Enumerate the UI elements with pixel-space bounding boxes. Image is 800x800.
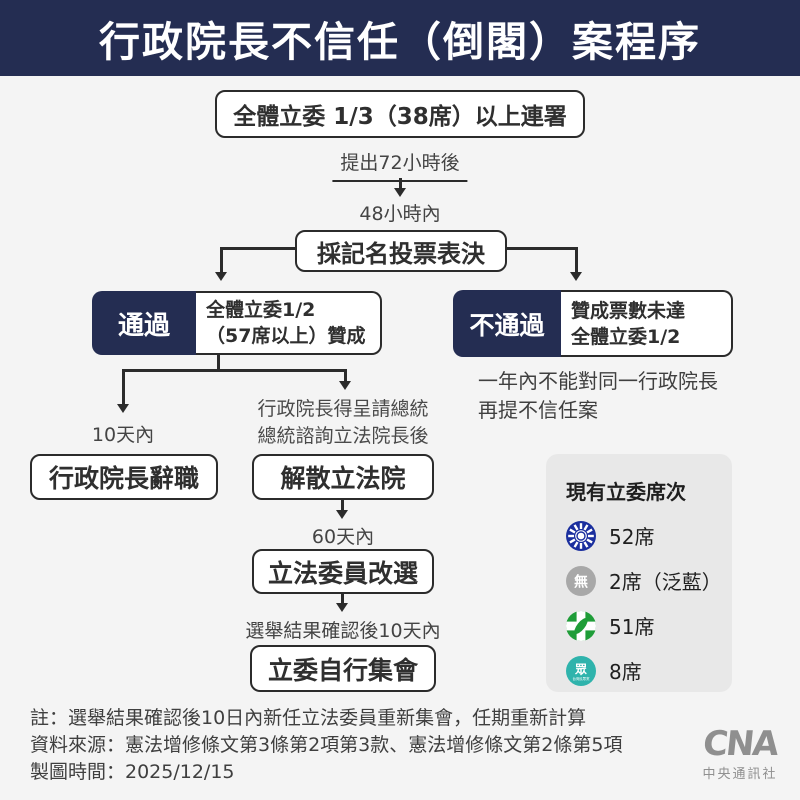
arrow-down-icon [394,188,406,197]
dpp-party-icon [566,610,596,641]
pass-condition-line2: （57席以上）贊成 [206,325,366,347]
fail-condition: 贊成票數未達 全體立委1/2 [561,290,733,357]
tpp-glyph: 眾 [574,661,587,676]
tpp-subtext: 台灣民眾黨 [573,676,591,681]
seats-panel-title: 現有立委席次 [566,480,686,504]
arrow-down-icon [215,272,227,281]
seat-count: 52席 [609,525,655,549]
pass-badge: 通過 [92,291,196,355]
connector-line [217,353,220,371]
cna-logo-text: CNA [701,724,779,764]
footer-source: 資料來源：憲法增修條文第3條第2項第3款、憲法增修條文第2條第5項 [30,734,623,756]
dissolve-note-line2: 總統諮詢立法院長後 [257,425,429,447]
dissolve-note-line1: 行政院長得呈請總統 [257,398,429,420]
seat-row-independent: 無 2席（泛藍） [566,558,732,603]
flow-box-petition: 全體立委 1/3（38席）以上連署 [215,90,585,138]
footer-timestamp: 製圖時間：2025/12/15 [30,761,235,783]
fail-note-line1: 一年內不能對同一行政院長 [478,369,718,393]
cna-logo: CNA 中央通訊社 [690,724,790,782]
fail-condition-line1: 贊成票數未達 [571,299,686,322]
arrow-down-icon [336,510,348,519]
independent-party-icon: 無 [566,565,596,596]
result-pass-group: 通過 全體立委1/2 （57席以上）贊成 [92,291,382,355]
flow-label-60d: 60天內 [311,526,375,548]
seat-count: 8席 [609,660,642,684]
flow-box-resign: 行政院長辭職 [30,454,218,500]
connector-line [341,594,344,604]
seat-count: 51席 [609,615,655,639]
flow-label-10d: 10天內 [91,424,155,446]
flow-box-vote: 採記名投票表決 [295,230,507,272]
seat-row-tpp: 眾 台灣民眾黨 8席 [566,648,732,693]
connector-line [220,247,223,273]
seat-row-dpp: 51席 [566,603,732,648]
connector-line [505,247,578,250]
independent-glyph: 無 [574,573,588,590]
dissolve-note: 行政院長得呈請總統 總統諮詢立法院長後 [257,396,428,450]
arrow-down-icon [117,404,129,413]
tpp-party-icon: 眾 台灣民眾黨 [566,655,596,686]
connector-line [341,500,344,511]
fail-note-line2: 再提不信任案 [478,398,598,422]
fail-badge: 不通過 [453,290,561,357]
flow-box-assemble: 立委自行集會 [250,645,436,692]
flow-label-48h: 48小時內 [359,203,441,225]
flow-label-72h: 提出72小時後 [332,148,468,182]
seats-panel: 現有立委席次 [546,454,732,692]
kmt-party-icon [566,520,596,551]
connector-line [122,369,125,405]
arrow-down-icon [570,272,582,281]
seat-row-kmt: 52席 [566,513,732,558]
connector-line [344,369,347,382]
fail-condition-line2: 全體立委1/2 [571,325,681,348]
connector-line [122,369,347,372]
connector-line [399,178,402,188]
flow-label-after-election: 選舉結果確認後10天內 [245,620,441,642]
pass-condition-line1: 全體立委1/2 [206,299,316,321]
seat-count: 2席（泛藍） [609,570,722,594]
footer-note: 註：選舉結果確認後10日內新任立法委員重新集會，任期重新計算 [30,707,587,729]
page-title: 行政院長不信任（倒閣）案程序 [0,0,800,76]
arrow-down-icon [339,381,351,390]
flow-box-dissolve: 解散立法院 [252,454,434,500]
arrow-down-icon [336,603,348,612]
connector-line [220,247,297,250]
connector-line [575,247,578,273]
fail-note: 一年內不能對同一行政院長 再提不信任案 [478,367,718,425]
flow-box-reelect: 立法委員改選 [252,549,434,594]
cna-logo-subtitle: 中央通訊社 [702,767,778,782]
result-fail-group: 不通過 贊成票數未達 全體立委1/2 [453,290,733,357]
pass-condition: 全體立委1/2 （57席以上）贊成 [196,291,382,355]
